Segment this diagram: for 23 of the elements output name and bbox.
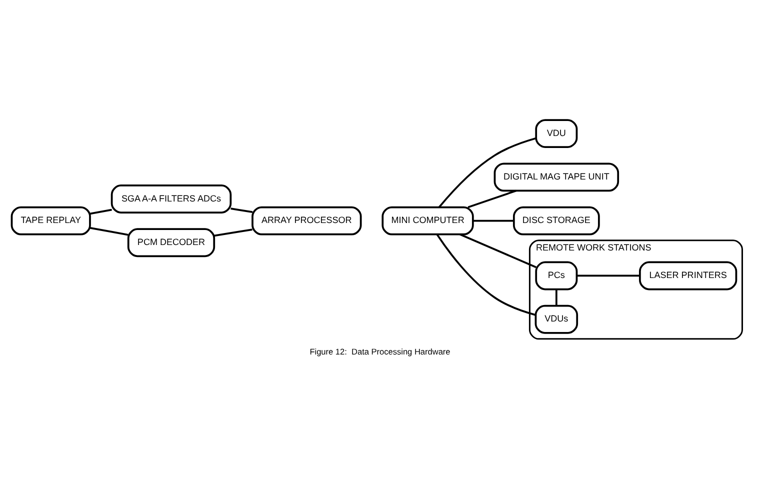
node-box: PCM DECODER	[127, 228, 216, 258]
connector	[436, 234, 536, 316]
node-box: VDU	[535, 119, 578, 148]
connector	[555, 289, 558, 306]
connector	[230, 208, 253, 214]
connector	[438, 137, 536, 208]
connector	[460, 234, 536, 268]
connector	[90, 208, 112, 215]
node-box: SGA A-A FILTERS ADCs	[110, 184, 232, 214]
node-box: MINI COMPUTER	[382, 206, 474, 236]
node-box: DISC STORAGE	[512, 206, 600, 236]
node-box: TAPE REPLAY	[10, 206, 91, 236]
connector	[214, 228, 252, 237]
node-box: ARRAY PROCESSOR	[252, 206, 362, 236]
caption: Figure 12: Data Processing Hardware	[310, 348, 450, 357]
node-box: DIGITAL MAG TAPE UNIT	[494, 162, 620, 192]
connector	[473, 220, 514, 222]
node-box: PCs	[535, 261, 578, 290]
node-box: LASER PRINTERS	[638, 261, 738, 290]
connector	[468, 190, 516, 208]
connector	[576, 274, 640, 277]
node-box: VDUs	[534, 304, 578, 334]
connector	[90, 226, 128, 236]
